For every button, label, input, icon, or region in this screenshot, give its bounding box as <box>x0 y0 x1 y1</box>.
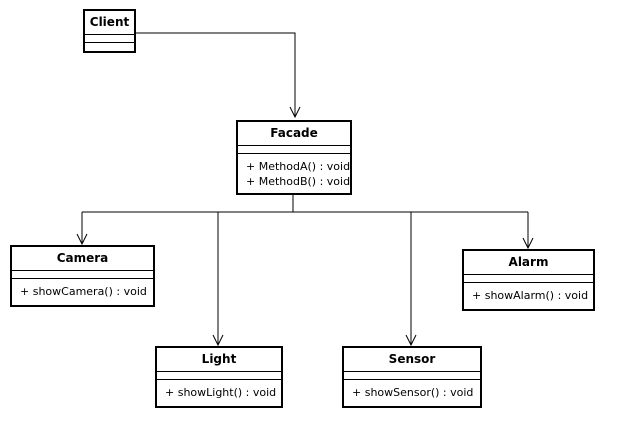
operation-method-b: + MethodB() : void <box>246 175 351 188</box>
class-client-name: Client <box>85 11 134 35</box>
arrowhead-alarm <box>522 237 534 250</box>
class-facade[interactable]: Facade + MethodA() : void + MethodB() : … <box>236 120 352 195</box>
class-facade-operations: + MethodA() : void + MethodB() : void <box>238 154 350 189</box>
class-client[interactable]: Client <box>83 9 136 53</box>
class-sensor-attributes <box>344 372 480 380</box>
class-camera-operations: + showCamera() : void <box>12 279 153 299</box>
class-alarm[interactable]: Alarm + showAlarm() : void <box>462 249 595 311</box>
arrowhead-sensor <box>405 334 417 347</box>
class-client-operations <box>85 43 134 49</box>
operation-method-a: + MethodA() : void <box>246 160 351 173</box>
operation-show-alarm: + showAlarm() : void <box>472 289 589 302</box>
class-sensor[interactable]: Sensor + showSensor() : void <box>342 346 482 408</box>
arrowhead-camera <box>76 233 88 246</box>
class-camera[interactable]: Camera + showCamera() : void <box>10 245 155 307</box>
operation-show-sensor: + showSensor() : void <box>352 386 474 399</box>
arrowhead-facade-from-client <box>289 106 301 119</box>
class-sensor-name: Sensor <box>344 348 480 372</box>
class-alarm-attributes <box>464 275 593 283</box>
class-facade-name: Facade <box>238 122 350 146</box>
arrowhead-light <box>212 334 224 347</box>
class-sensor-operations: + showSensor() : void <box>344 380 480 400</box>
class-alarm-name: Alarm <box>464 251 593 275</box>
class-camera-attributes <box>12 271 153 279</box>
class-camera-name: Camera <box>12 247 153 271</box>
class-alarm-operations: + showAlarm() : void <box>464 283 593 303</box>
class-light-operations: + showLight() : void <box>157 380 281 400</box>
operation-show-light: + showLight() : void <box>165 386 277 399</box>
association-client-facade <box>136 32 296 117</box>
class-facade-attributes <box>238 146 350 154</box>
class-light-attributes <box>157 372 281 380</box>
class-light-name: Light <box>157 348 281 372</box>
class-light[interactable]: Light + showLight() : void <box>155 346 283 408</box>
class-client-attributes <box>85 35 134 43</box>
operation-show-camera: + showCamera() : void <box>20 285 147 298</box>
